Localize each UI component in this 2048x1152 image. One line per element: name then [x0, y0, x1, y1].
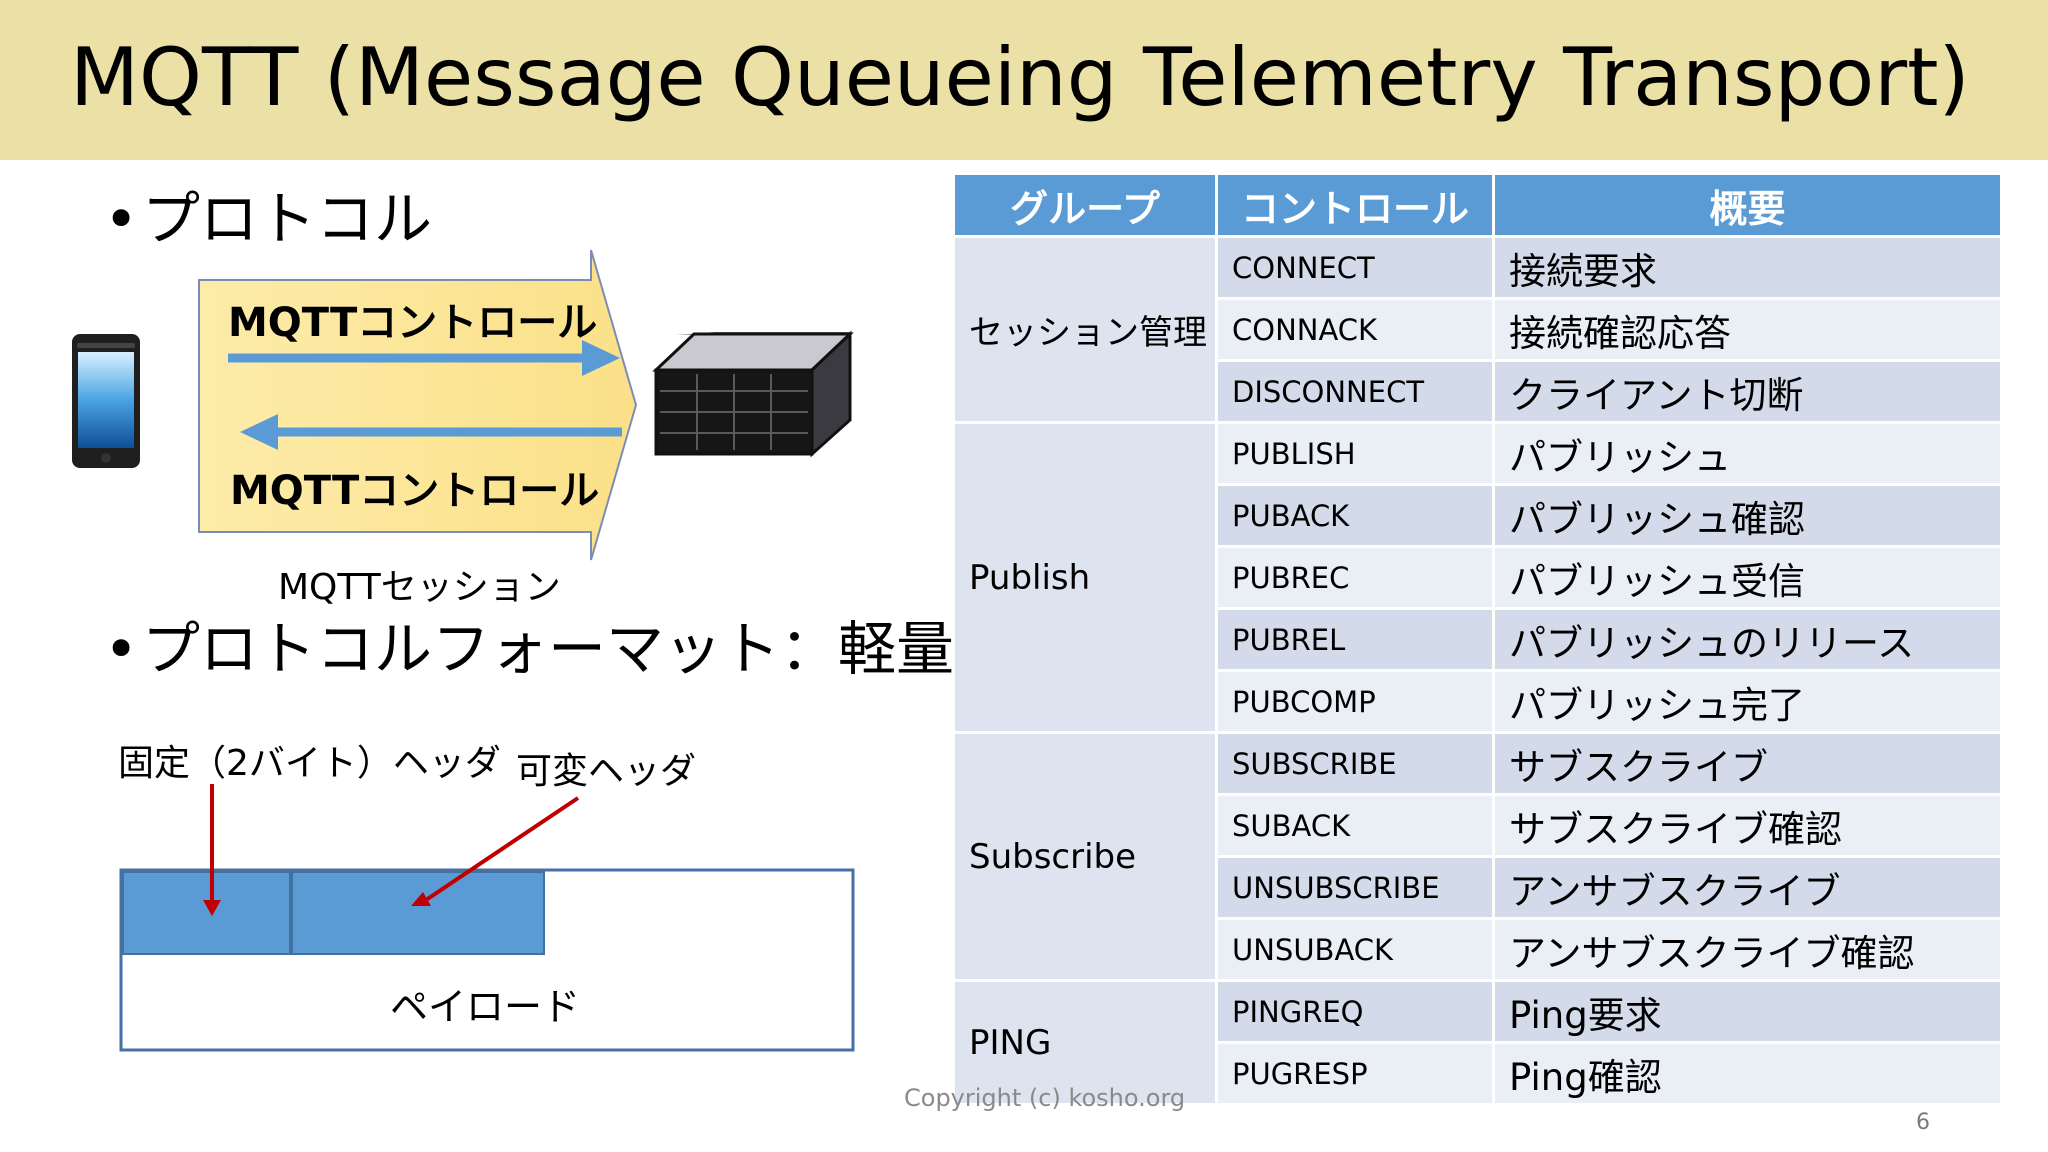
table-row: PING PINGREQ Ping要求	[952, 979, 2003, 1106]
smartphone-icon	[72, 334, 140, 468]
summary-cell: パブリッシュ完了	[1492, 669, 2003, 734]
variable-header-label: 可変ヘッダ	[516, 751, 697, 792]
bullet-protocol: •プロトコル	[104, 184, 432, 254]
table-row: UNSUBSCRIBE アンサブスクライブ	[954, 855, 2003, 920]
summary-cell: パブリッシュ受信	[1492, 545, 2003, 610]
variable-header-pointer	[411, 796, 580, 906]
right-arrow	[228, 340, 620, 376]
table-row: SUBACK サブスクライブ確認	[954, 793, 2003, 858]
table-row: Subscribe SUBSCRIBE サブスクライブ	[952, 731, 2003, 982]
header-summary: 概要	[1492, 172, 2003, 238]
table-row: PUBACK パブリッシュ確認	[954, 483, 2003, 548]
table-row: UNSUBACK アンサブスクライブ確認	[954, 917, 2003, 982]
bullet-format-text: プロトコルフォーマット：軽量	[142, 615, 955, 683]
slide-title: MQTT (Message Queueing Telemetry Transpo…	[70, 31, 1970, 124]
mqtt-control-table: グループ コントロール 概要 セッション管理 CONNECT 接続要求 CONN…	[952, 172, 2003, 1106]
table-row: DISCONNECT クライアント切断	[954, 359, 2003, 424]
summary-cell: Ping確認	[1492, 1041, 2003, 1106]
control-cell: PUBREL	[1215, 607, 1495, 672]
header-group: グループ	[952, 172, 1218, 238]
table-row: PUBREC パブリッシュ受信	[954, 545, 2003, 610]
control-cell: DISCONNECT	[1215, 359, 1495, 424]
table-row: CONNACK 接続確認応答	[954, 297, 2003, 362]
fixed-header-block	[122, 871, 291, 955]
group-cell: PING	[952, 979, 1218, 1106]
summary-cell: サブスクライブ	[1492, 731, 2003, 796]
control-cell: UNSUBSCRIBE	[1215, 855, 1495, 920]
arrow-top-label: MQTTコントロール	[228, 300, 598, 346]
page-number: 6	[1916, 1110, 1930, 1135]
table-row: PUGRESP Ping確認	[954, 1041, 2003, 1106]
bullet-format: •プロトコルフォーマット：軽量	[104, 614, 954, 684]
summary-cell: クライアント切断	[1492, 359, 2003, 424]
summary-cell: サブスクライブ確認	[1492, 793, 2003, 858]
header-control: コントロール	[1215, 172, 1495, 238]
control-cell: UNSUBACK	[1215, 917, 1495, 982]
summary-cell: Ping要求	[1492, 979, 2003, 1044]
table-row: セッション管理 CONNECT 接続要求	[952, 235, 2003, 424]
control-cell: PUBACK	[1215, 483, 1495, 548]
control-cell: CONNACK	[1215, 297, 1495, 362]
session-arrow-shape	[198, 249, 638, 561]
summary-cell: 接続要求	[1492, 235, 2003, 300]
fixed-header-label: 固定（2バイト）ヘッダ	[118, 743, 501, 784]
control-cell: SUBSCRIBE	[1215, 731, 1495, 796]
bullet-protocol-text: プロトコル	[142, 185, 433, 253]
group-cell: Publish	[952, 421, 1218, 734]
server-icon	[652, 330, 854, 458]
group-cell: セッション管理	[952, 235, 1218, 424]
fixed-header-pointer	[203, 784, 221, 916]
variable-header-block	[291, 871, 545, 955]
table-row: PUBREL パブリッシュのリリース	[954, 607, 2003, 672]
summary-cell: 接続確認応答	[1492, 297, 2003, 362]
control-cell: CONNECT	[1215, 235, 1495, 300]
bullet-marker: •	[104, 615, 139, 683]
left-arrow	[240, 414, 622, 450]
arrow-bottom-label: MQTTコントロール	[230, 468, 600, 514]
summary-cell: パブリッシュのリリース	[1492, 607, 2003, 672]
control-cell: PUBCOMP	[1215, 669, 1495, 734]
payload-label: ペイロード	[390, 985, 581, 1029]
control-cell: PUBLISH	[1215, 421, 1495, 486]
title-bar	[0, 0, 2048, 160]
session-label: MQTTセッション	[278, 567, 561, 608]
control-cell: PUBREC	[1215, 545, 1495, 610]
group-cell: Subscribe	[952, 731, 1218, 982]
packet-format-diagram	[119, 784, 855, 1052]
summary-cell: アンサブスクライブ	[1492, 855, 2003, 920]
summary-cell: パブリッシュ	[1492, 421, 2003, 486]
bullet-marker: •	[104, 185, 139, 253]
table-row: PUBCOMP パブリッシュ完了	[954, 669, 2003, 734]
summary-cell: パブリッシュ確認	[1492, 483, 2003, 548]
control-cell: PUGRESP	[1215, 1041, 1495, 1106]
summary-cell: アンサブスクライブ確認	[1492, 917, 2003, 982]
control-cell: SUBACK	[1215, 793, 1495, 858]
table-header-row: グループ コントロール 概要	[952, 172, 2003, 238]
control-cell: PINGREQ	[1215, 979, 1495, 1044]
table-row: Publish PUBLISH パブリッシュ	[952, 421, 2003, 734]
copyright-text: Copyright (c) kosho.org	[904, 1084, 1186, 1112]
session-diagram	[72, 249, 854, 561]
